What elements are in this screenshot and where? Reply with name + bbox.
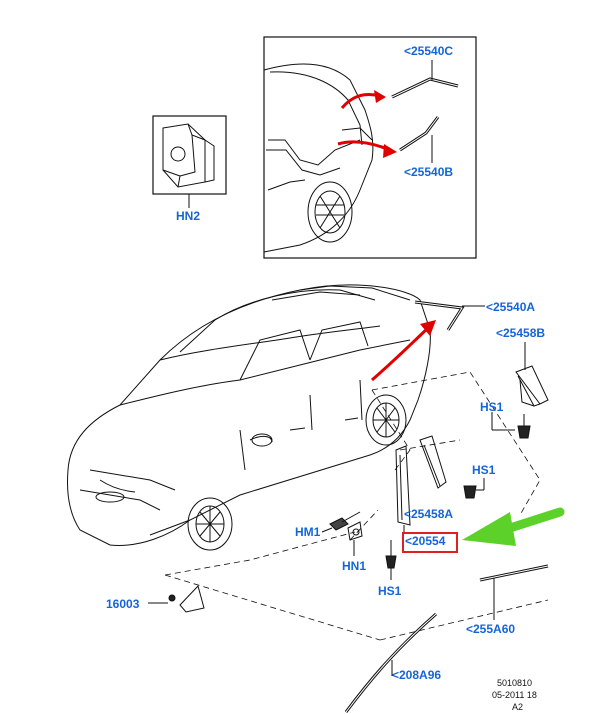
part-16003-shape bbox=[168, 585, 205, 613]
label-hn2: HN2 bbox=[176, 209, 201, 223]
dashed-guides bbox=[164, 371, 549, 641]
hs1-screw-bottom bbox=[385, 540, 397, 569]
main-car-outline bbox=[67, 284, 431, 551]
label-25540b: <25540B bbox=[404, 165, 454, 179]
label-hs1-bottom: HS1 bbox=[378, 584, 402, 598]
label-hm1: HM1 bbox=[295, 525, 321, 539]
part-25540b-inner bbox=[399, 116, 439, 151]
red-arrow-main bbox=[371, 326, 430, 382]
hs1-screw-right-mid bbox=[463, 485, 477, 499]
footer-date: 05-2011 18 bbox=[492, 690, 537, 700]
part-208a96-shape bbox=[344, 612, 437, 713]
label-25458a: <25458A bbox=[404, 507, 454, 521]
footer-code: 5010810 bbox=[497, 678, 533, 688]
label-16003: 16003 bbox=[106, 597, 140, 611]
hm1-fastener bbox=[329, 511, 361, 531]
label-hs1-right-top: HS1 bbox=[480, 400, 504, 414]
green-arrow bbox=[462, 507, 565, 546]
part-20554-highlight-box bbox=[402, 532, 458, 553]
inset-car-rear bbox=[263, 63, 374, 253]
part-25540c-inner bbox=[391, 78, 459, 98]
label-hn1: HN1 bbox=[342, 559, 367, 573]
label-25540a: <25540A bbox=[486, 300, 536, 314]
label-25540c: <25540C bbox=[404, 44, 454, 58]
hn2-clip-shape bbox=[162, 123, 215, 188]
part-25458b-shape bbox=[515, 365, 549, 407]
label-25458b: <25458B bbox=[496, 326, 546, 340]
label-20554: <20554 bbox=[405, 534, 446, 548]
inset-frame bbox=[263, 36, 477, 259]
footer-sheet: A2 bbox=[512, 702, 524, 712]
label-255a60: <255A60 bbox=[466, 622, 516, 636]
label-hs1-right-mid: HS1 bbox=[472, 463, 496, 477]
hs1-screw-right-top bbox=[517, 414, 531, 439]
label-208a96: <208A96 bbox=[392, 668, 442, 682]
part-25458a-shape bbox=[395, 435, 447, 526]
hn1-clip bbox=[347, 521, 363, 541]
